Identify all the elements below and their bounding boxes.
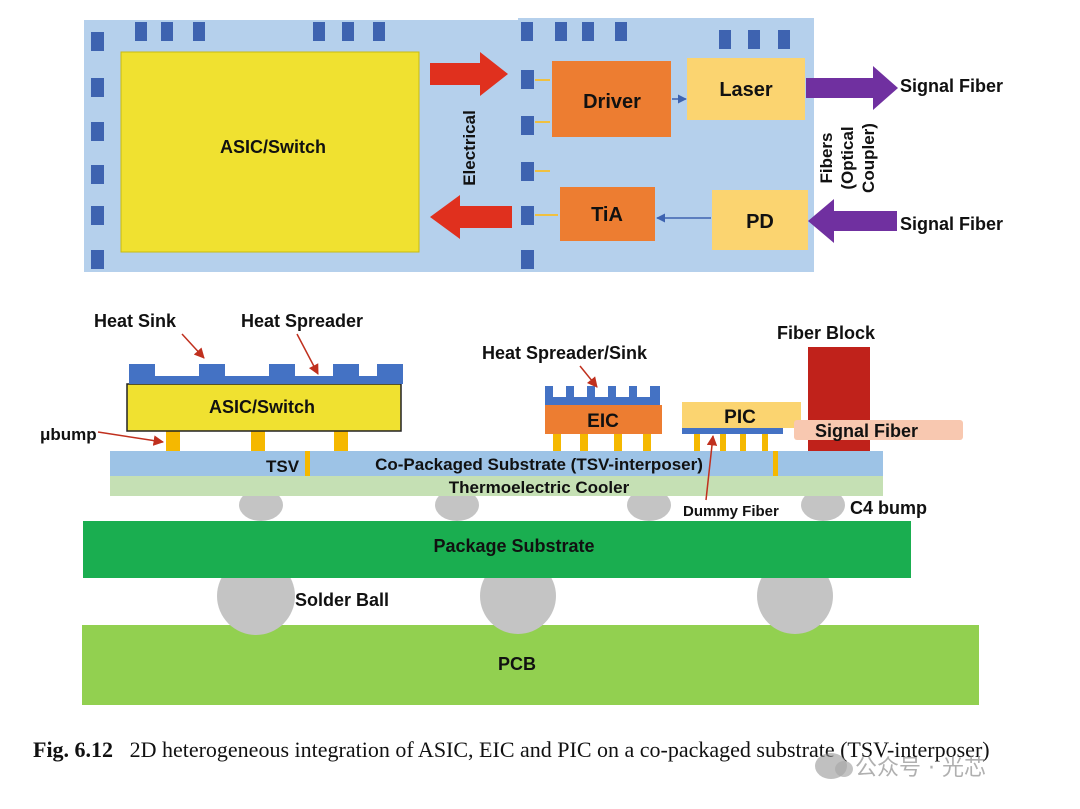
asic-pads (91, 22, 385, 269)
tia-block (560, 187, 655, 241)
heat-sink-pointer (181, 333, 205, 359)
electrical-label: Electrical (460, 110, 479, 186)
fibers-label-line2: (Optical (838, 126, 857, 189)
laser-block (687, 58, 805, 120)
heat-spreader-label: Heat Spreader (241, 311, 363, 331)
pd-block (712, 190, 808, 250)
asic-heat-spreader (129, 364, 403, 384)
heat-spreader-pointer (296, 333, 319, 375)
signal-fiber-out-arrow (806, 66, 898, 110)
cross-section-diagram: PCB Solder Ball Package Substrate C4 bum… (40, 311, 979, 705)
signal-fiber-in-label: Signal Fiber (900, 214, 1003, 234)
signal-fiber-label: Signal Fiber (815, 421, 918, 441)
eic-die-label: EIC (587, 411, 619, 432)
tia-label: TiA (591, 204, 623, 226)
watermark-text: 公众号 · 光芯 (855, 756, 986, 781)
top-package-diagram: ASIC/Switch Electrical Driver Laser TiA … (84, 18, 1003, 272)
pic-die-label: PIC (724, 407, 756, 428)
ubump-pointer (97, 431, 165, 446)
asic-die-label: ASIC/Switch (209, 397, 315, 417)
fiber-block-label: Fiber Block (777, 323, 876, 343)
thermoelectric-cooler-layer (110, 476, 883, 496)
signal-fiber-out-label: Signal Fiber (900, 76, 1003, 96)
tsv-interposer-layer (110, 451, 883, 476)
pd-label: PD (746, 211, 774, 233)
wechat-icon (815, 753, 853, 779)
figure-caption-text: 2D heterogeneous integration of ASIC, EI… (129, 737, 990, 762)
dummy-fiber-strip (682, 428, 783, 434)
ubump-label: μbump (40, 425, 97, 444)
dummy-fiber-pointer (705, 434, 718, 501)
package-substrate-label: Package Substrate (433, 536, 594, 556)
electrical-arrow-left (430, 195, 512, 239)
c4-bump-label: C4 bump (850, 498, 927, 518)
driver-block (552, 61, 671, 137)
eic-heat-spreader (545, 386, 660, 405)
tsv-label: TSV (266, 457, 300, 476)
pcb-label: PCB (498, 654, 536, 674)
watermark: 公众号 · 光芯 (815, 750, 986, 782)
pic-die (682, 402, 801, 428)
heat-spreader-sink-label: Heat Spreader/Sink (482, 343, 648, 363)
connector-ticks (535, 79, 558, 216)
fibers-label-line3: Coupler) (859, 123, 878, 193)
c4-bumps (239, 489, 845, 521)
asic-switch-label: ASIC/Switch (220, 137, 326, 157)
interposer-label: Co-Packaged Substrate (TSV-interposer) (375, 455, 703, 474)
asic-die (126, 383, 402, 432)
figure-number: Fig. 6.12 (33, 737, 114, 762)
eic-die (545, 405, 662, 434)
heat-spreader-sink-pointer (579, 365, 598, 388)
heat-sink-label: Heat Sink (94, 311, 177, 331)
signal-fiber-in-arrow (808, 199, 897, 243)
driver-label: Driver (583, 91, 641, 113)
pcb-layer (82, 625, 979, 705)
engine-pads (521, 22, 790, 269)
solder-ball-label: Solder Ball (295, 590, 389, 610)
fibers-label-line1: Fibers (817, 132, 836, 183)
signal-fiber-strip (794, 420, 963, 440)
dummy-fiber-label: Dummy Fiber (683, 503, 779, 520)
thermoelectric-cooler-label: Thermoelectric Cooler (449, 478, 630, 497)
pic-microbumps (694, 434, 768, 451)
electrical-arrow-right (430, 52, 508, 96)
package-substrate-layer (83, 521, 911, 578)
asic-switch-block (120, 51, 420, 253)
asic-microbumps (166, 431, 348, 451)
tsv-vias (305, 451, 778, 476)
figure-caption: Fig. 6.12 2D heterogeneous integration o… (33, 735, 1043, 765)
laser-label: Laser (719, 79, 773, 101)
eic-microbumps (553, 434, 651, 451)
